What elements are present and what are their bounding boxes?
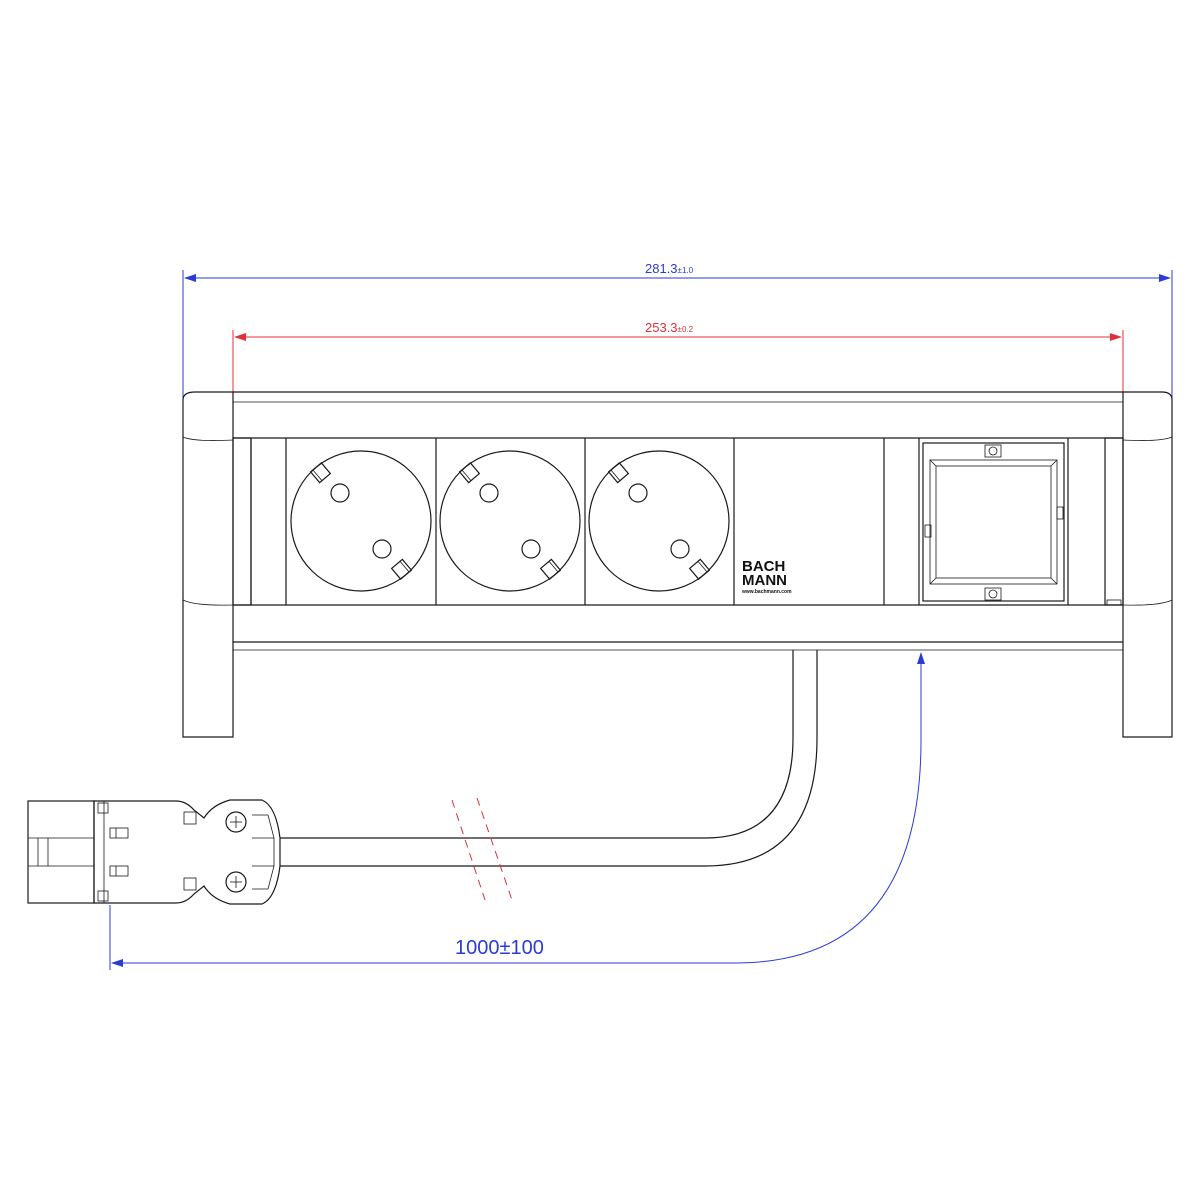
socket-pin-hole [372,539,392,559]
inner-width-tolerance: ±0.2 [678,325,694,334]
cable-length-dimension: 1000±100 [109,652,925,970]
power-strip-housing [182,391,1173,738]
cable [280,650,818,901]
svg-text:253.3±0.2: 253.3±0.2 [645,320,694,335]
socket-pin-hole [628,483,648,503]
socket-1 [290,450,432,592]
socket-pin-hole [479,483,499,503]
cable-length-label: 1000±100 [455,937,544,959]
screw-icon [225,871,247,893]
module-frames [285,438,1069,605]
gst-connector [27,799,281,905]
inner-width-dimension: 253.3±0.2 [232,320,1124,395]
screw-icon [225,811,247,833]
logo-line-2: MANN [742,572,787,589]
data-module-frame [922,442,1065,602]
overall-width-tolerance: ±1.0 [678,266,694,275]
inner-width-value: 253.3 [645,320,678,335]
socket-pin-hole [670,539,690,559]
socket-pin-hole [330,483,350,503]
overall-width-dimension: 281.3±1.0 [182,261,1173,400]
socket-2 [439,450,581,592]
socket-3 [588,450,730,592]
overall-width-value: 281.3 [645,261,678,276]
logo-line-1: BACH [742,558,785,575]
screw-icon [988,446,998,456]
svg-text:281.3±1.0: 281.3±1.0 [645,261,694,276]
screw-icon [988,589,998,599]
socket-pin-hole [521,539,541,559]
logo-url: www.bachmann.com [741,589,792,595]
bachmann-logo: BACH MANN www.bachmann.com [741,558,792,595]
